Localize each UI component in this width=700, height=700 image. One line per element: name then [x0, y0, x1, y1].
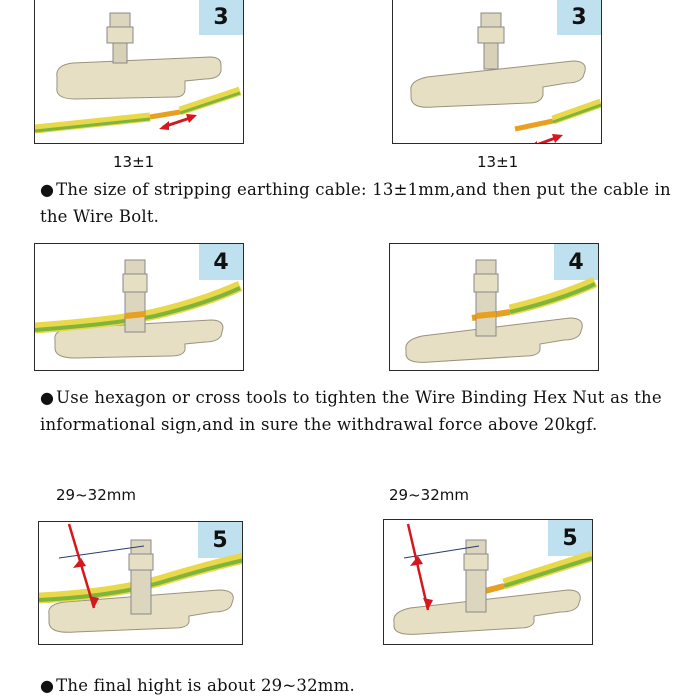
- bolt-illustration: [39, 523, 242, 633]
- final-height-label: 29~32mm: [56, 486, 136, 504]
- step4-instruction: ●Use hexagon or cross tools to tighten t…: [40, 384, 690, 438]
- step-number-badge: 4: [554, 244, 598, 280]
- step4-left-panel: 4: [34, 243, 244, 371]
- instruction-text: The final hight is about 29~32mm.: [56, 676, 355, 695]
- instruction-text: The size of stripping earthing cable: 13…: [40, 180, 671, 226]
- bolt-illustration: [393, 523, 592, 635]
- step-number-badge: 5: [198, 522, 242, 558]
- step-number-badge: 4: [199, 244, 243, 280]
- step4-right-panel: 4: [389, 243, 599, 371]
- strip-length-label: 13±1: [477, 153, 519, 171]
- step-number-badge: 5: [548, 520, 592, 556]
- step5-left-panel: 5: [38, 521, 243, 645]
- step3-instruction: ●The size of stripping earthing cable: 1…: [40, 176, 690, 230]
- bolt-illustration: [35, 12, 242, 134]
- instruction-text: Use hexagon or cross tools to tighten th…: [40, 388, 662, 434]
- bolt-illustration: [35, 259, 243, 359]
- step-number-badge: 3: [557, 0, 601, 35]
- final-height-label: 29~32mm: [389, 486, 469, 504]
- bullet-icon: ●: [40, 180, 55, 199]
- bolt-illustration: [405, 259, 598, 363]
- step5-instruction: ●The final hight is about 29~32mm.: [40, 672, 690, 699]
- step-number-badge: 3: [199, 0, 243, 35]
- strip-length-label: 13±1: [113, 153, 155, 171]
- bullet-icon: ●: [40, 388, 55, 407]
- step3-right-panel: 3: [392, 0, 602, 144]
- bolt-illustration: [410, 12, 601, 143]
- bullet-icon: ●: [40, 676, 55, 695]
- step5-right-panel: 5: [383, 519, 593, 645]
- step3-left-panel: 3: [34, 0, 244, 144]
